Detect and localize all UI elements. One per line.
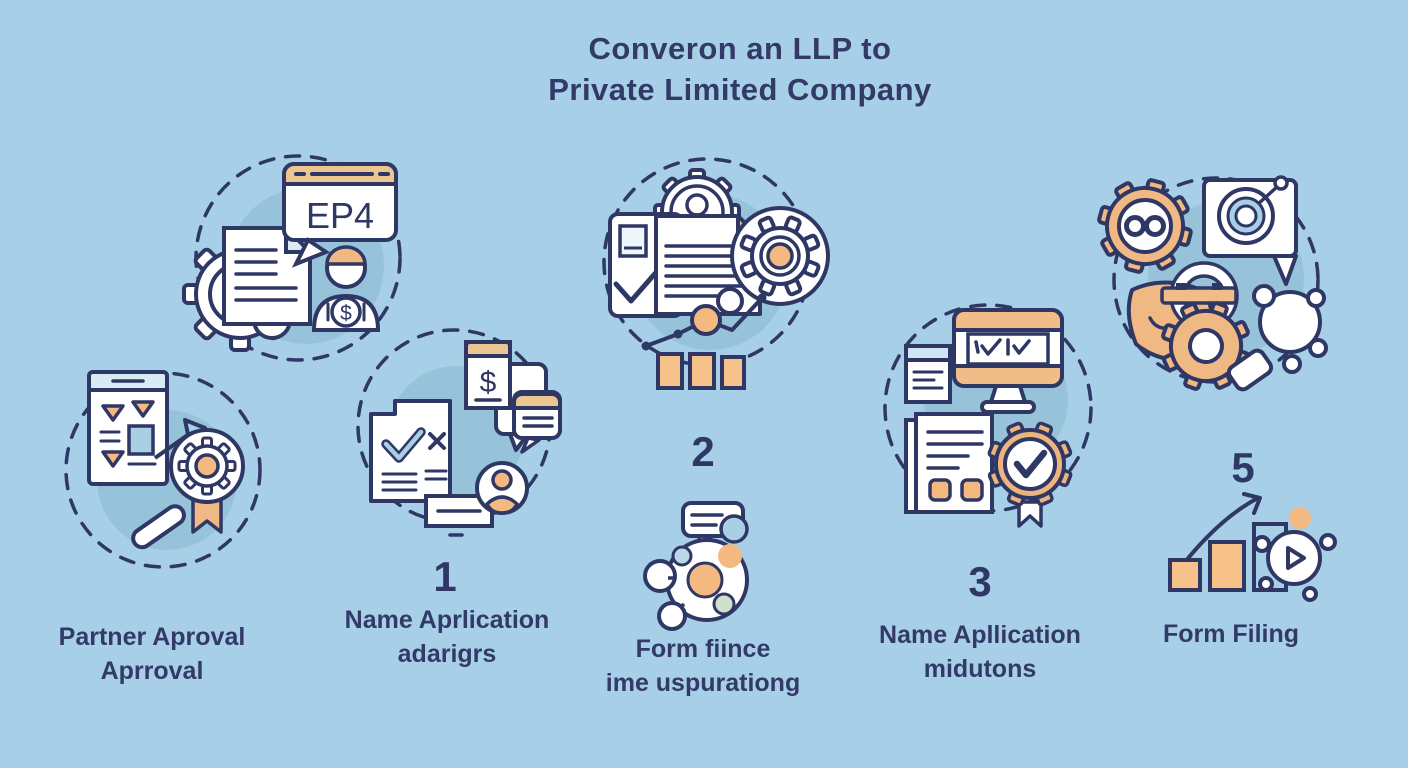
target-speech-bubble-icon bbox=[1202, 175, 1298, 286]
step5-number: 5 bbox=[1231, 444, 1255, 491]
dollar-sign-text: $ bbox=[480, 366, 497, 399]
step3-label: Form fiince ime uspurationg bbox=[573, 632, 833, 700]
document-check-x-icon bbox=[369, 399, 452, 503]
network-nodes-icon bbox=[1226, 284, 1328, 392]
small-document-icon bbox=[904, 344, 952, 404]
step4-label: Name Apllication midutons bbox=[850, 618, 1110, 686]
page-title: Converon an LLP to Private Limited Compa… bbox=[72, 28, 1408, 110]
step2-label: Name Aprlication adarigrs bbox=[317, 603, 577, 671]
step2-icon-cluster: $ bbox=[356, 328, 562, 537]
step2-number: 1 bbox=[433, 553, 457, 600]
step4-label-line1: Name Apllication bbox=[879, 621, 1081, 649]
gear-dial-icon bbox=[730, 206, 830, 306]
step4-number: 3 bbox=[968, 558, 992, 605]
bar-chart-icon bbox=[656, 352, 746, 390]
step3-number: 2 bbox=[691, 428, 715, 475]
monitor-checks-icon bbox=[952, 308, 1064, 414]
ep4-speech-bubble-icon: EP4 bbox=[282, 162, 398, 268]
step1-icon-cluster-bottom bbox=[64, 370, 262, 569]
dollar-sign-text: $ bbox=[340, 302, 352, 325]
award-gear-badge-icon bbox=[169, 428, 245, 534]
step1-label-line1: Partner Aproval bbox=[58, 623, 246, 651]
step2-label-line1: Name Aprlication bbox=[344, 606, 550, 634]
title-line-2: Private Limited Company bbox=[548, 72, 932, 107]
molecule-globe-icon bbox=[643, 538, 749, 631]
step3-label-line2: ime uspurationg bbox=[605, 669, 801, 697]
person-avatar-icon bbox=[475, 461, 529, 515]
step3-small-icon bbox=[643, 501, 749, 631]
play-network-node-icon bbox=[1253, 507, 1337, 602]
step5-label: Form Filing bbox=[1101, 617, 1361, 651]
x-mark-icon bbox=[428, 432, 446, 450]
gear-icon bbox=[1160, 301, 1252, 392]
step1-label: Partner Aproval Aprroval bbox=[22, 620, 282, 688]
dollar-chat-card-icon: $ bbox=[464, 340, 512, 410]
person-dollar-icon: $ bbox=[311, 245, 381, 332]
step1-icon-cluster-top: EP4 $ bbox=[182, 154, 402, 362]
step3-label-line1: Form fiince bbox=[635, 635, 771, 663]
ep4-badge-text: EP4 bbox=[306, 195, 374, 236]
step4-icon-cluster bbox=[883, 303, 1093, 528]
line-graph-icon bbox=[641, 287, 767, 351]
step5-label-line1: Form Filing bbox=[1162, 620, 1300, 648]
chat-bubble-lines-icon bbox=[512, 390, 562, 454]
step3-icon-cluster bbox=[602, 157, 830, 390]
gear-eyes-icon bbox=[1096, 178, 1194, 275]
step4-label-line2: midutons bbox=[923, 655, 1037, 683]
document-icon bbox=[222, 223, 315, 326]
document-attachments-icon bbox=[904, 412, 994, 514]
step1-label-line2: Aprroval bbox=[100, 657, 204, 685]
magnifier-handle-icon bbox=[131, 504, 186, 550]
checklist-card-icon bbox=[87, 370, 169, 486]
step2-label-line2: adarigrs bbox=[397, 640, 497, 668]
step5-icon-cluster bbox=[1096, 175, 1328, 392]
title-line-1: Converon an LLP to bbox=[588, 31, 892, 66]
step5-small-icon bbox=[1168, 492, 1337, 602]
gear-check-ribbon-icon bbox=[986, 420, 1074, 528]
